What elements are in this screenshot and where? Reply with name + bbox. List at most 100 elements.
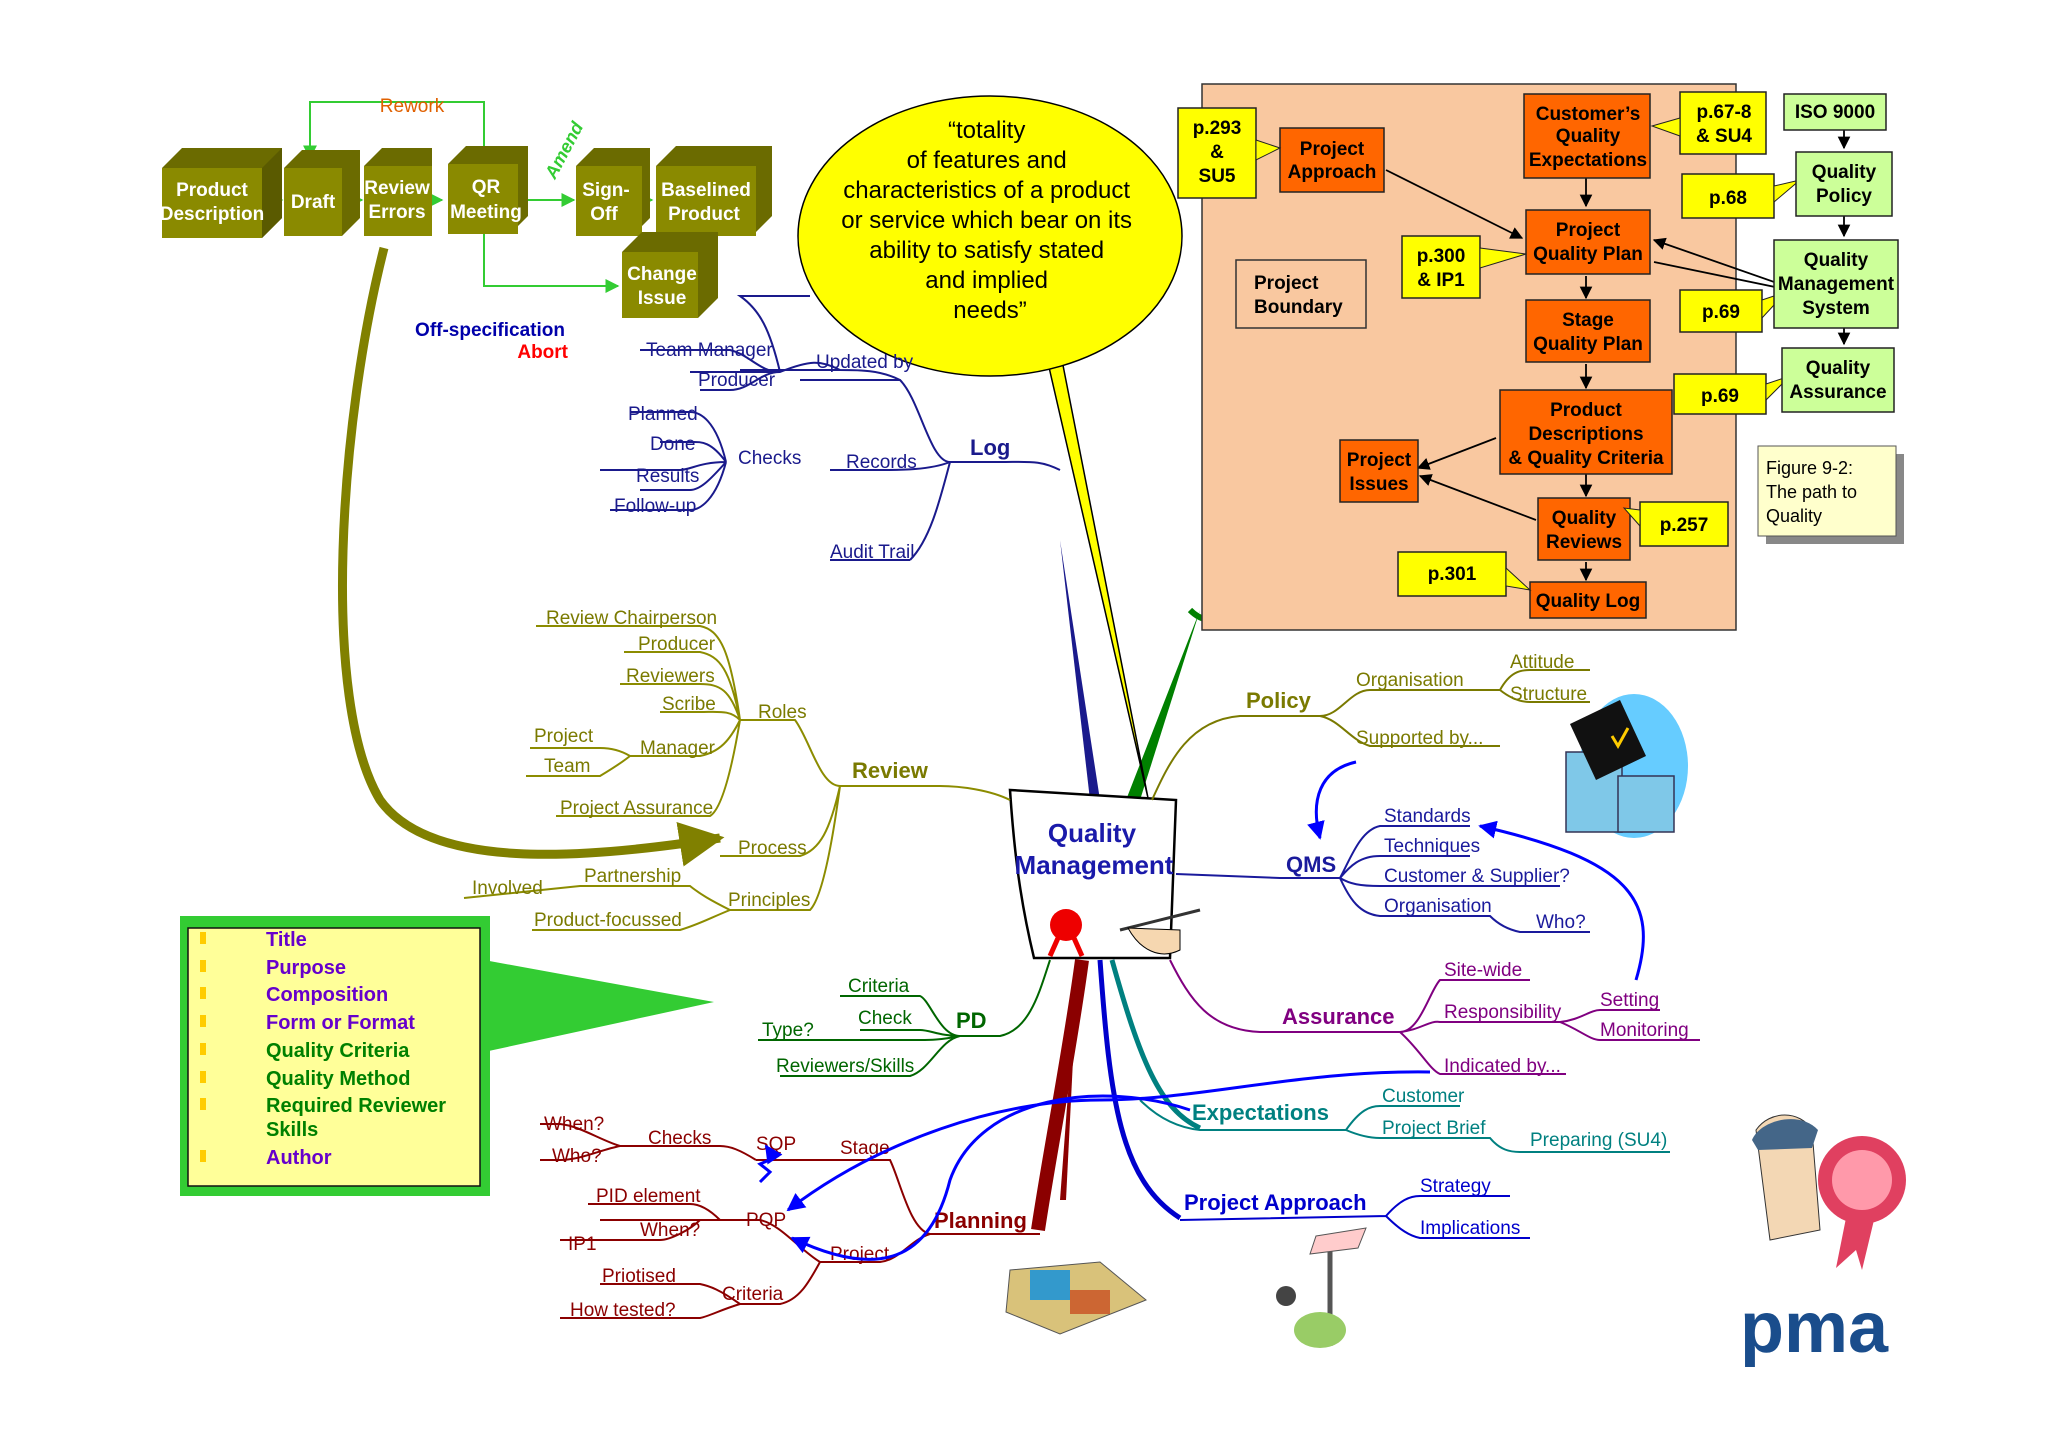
svg-text:How tested?: How tested? xyxy=(570,1300,676,1321)
pd-list-bullet xyxy=(200,932,206,944)
box-quality-log: Quality Log xyxy=(1529,581,1647,619)
expectations-labels: Expectations Customer Project Brief Prep… xyxy=(1192,1086,1667,1151)
svg-text:Meeting: Meeting xyxy=(450,202,522,223)
svg-text:Management: Management xyxy=(1778,274,1895,295)
svg-text:Project: Project xyxy=(1300,139,1365,160)
quality-path-panel: Project Approach Customer’s Quality Expe… xyxy=(1177,83,1904,631)
box-change-issue: Change Issue xyxy=(622,232,718,318)
svg-text:Planned: Planned xyxy=(628,404,698,425)
svg-text:Quality: Quality xyxy=(1804,250,1869,271)
svg-text:Monitoring: Monitoring xyxy=(1600,1020,1689,1041)
pd-list-bullet xyxy=(200,1098,206,1110)
svg-text:Quality: Quality xyxy=(1806,358,1871,379)
svg-text:Updated by: Updated by xyxy=(816,352,914,373)
svg-text:p.67-8: p.67-8 xyxy=(1697,102,1752,123)
svg-text:& SU4: & SU4 xyxy=(1696,126,1752,147)
box-qr-meeting: QR Meeting xyxy=(448,146,528,234)
log-labels: Log Updated by Team Manager Producer Rec… xyxy=(614,340,1010,563)
svg-text:Product: Product xyxy=(668,204,740,225)
svg-text:Sign-: Sign- xyxy=(582,180,630,201)
svg-text:Implications: Implications xyxy=(1420,1218,1520,1239)
svg-text:Checks: Checks xyxy=(648,1128,711,1149)
svg-text:Customer’s: Customer’s xyxy=(1536,104,1641,125)
pd-list-item: Quality Criteria xyxy=(266,1040,410,1062)
svg-text:Criteria: Criteria xyxy=(848,976,910,997)
svg-text:Quality Plan: Quality Plan xyxy=(1533,244,1643,265)
svg-text:& Quality Criteria: & Quality Criteria xyxy=(1508,448,1664,469)
svg-text:ISO 9000: ISO 9000 xyxy=(1795,102,1875,123)
svg-text:Quality Log: Quality Log xyxy=(1536,591,1641,612)
svg-text:Issue: Issue xyxy=(638,288,687,309)
svg-text:Responsibility: Responsibility xyxy=(1444,1002,1562,1023)
svg-text:When?: When? xyxy=(640,1220,700,1241)
pd-list-bullet xyxy=(200,1015,206,1027)
svg-text:Follow-up: Follow-up xyxy=(614,496,696,517)
svg-text:Description: Description xyxy=(160,204,265,225)
pd-list-item: Title xyxy=(266,929,307,951)
pd-list-bullet xyxy=(200,960,206,972)
svg-text:& IP1: & IP1 xyxy=(1417,270,1465,291)
abort-label: Abort xyxy=(517,342,568,363)
svg-text:Principles: Principles xyxy=(728,890,810,911)
svg-text:Project: Project xyxy=(1254,273,1319,294)
svg-text:Manager: Manager xyxy=(640,738,716,759)
box-product-descriptions: Product Descriptions & Quality Criteria xyxy=(1499,389,1673,475)
svg-text:Preparing (SU4): Preparing (SU4) xyxy=(1530,1130,1667,1151)
review-labels: Review Roles Review Chairperson Producer… xyxy=(472,608,929,931)
branch-assurance xyxy=(1169,959,1700,1075)
svg-text:Who?: Who? xyxy=(552,1146,602,1167)
planning-clipart-icon xyxy=(1005,1261,1147,1335)
box-baselined-product: Baselined Product xyxy=(656,146,772,236)
svg-text:Partnership: Partnership xyxy=(584,866,681,887)
svg-text:Figure 9-2:: Figure 9-2: xyxy=(1766,458,1853,478)
svg-text:Attitude: Attitude xyxy=(1510,652,1574,673)
planning-labels: Planning Stage Project SQP PQP Checks Wh… xyxy=(544,1114,1027,1321)
box-quality-management-system: Quality Management System xyxy=(1773,239,1899,329)
svg-text:p.68: p.68 xyxy=(1709,188,1747,209)
branch-pd xyxy=(758,959,1051,1077)
review-process-arrow xyxy=(338,246,725,867)
svg-text:Producer: Producer xyxy=(638,634,716,655)
branch-approach xyxy=(1179,1195,1530,1239)
svg-text:Errors: Errors xyxy=(368,202,425,223)
building-icon xyxy=(1565,694,1688,838)
box-product-description: Product Description xyxy=(160,148,282,238)
svg-text:Criteria: Criteria xyxy=(722,1284,784,1305)
svg-text:Structure: Structure xyxy=(1510,684,1587,705)
svg-text:p.69: p.69 xyxy=(1702,302,1740,323)
branch-qms xyxy=(1175,825,1590,933)
svg-text:Priotised: Priotised xyxy=(602,1266,676,1287)
pd-list-item: Skills xyxy=(266,1119,318,1141)
svg-text:Indicated by...: Indicated by... xyxy=(1444,1056,1561,1077)
svg-text:Standards: Standards xyxy=(1384,806,1471,827)
svg-text:Checks: Checks xyxy=(738,448,801,469)
svg-text:Product-focussed: Product-focussed xyxy=(534,910,682,931)
svg-text:Reviewers: Reviewers xyxy=(626,666,715,687)
svg-text:Done: Done xyxy=(650,434,695,455)
svg-text:“totality of features an: “totality of features and characteristic… xyxy=(841,117,1138,324)
branch-log-label: Log xyxy=(970,435,1010,460)
svg-text:Draft: Draft xyxy=(291,192,336,213)
svg-text:Quality: Quality xyxy=(1048,818,1137,848)
box-sign-off: Sign- Off xyxy=(576,148,650,236)
center-node: Quality Management xyxy=(1008,788,1201,960)
branch-pd-label: PD xyxy=(956,1008,987,1033)
svg-text:Project: Project xyxy=(534,726,594,747)
svg-text:Audit Trail: Audit Trail xyxy=(830,542,914,563)
pd-list-bullet xyxy=(200,1071,206,1083)
branch-log xyxy=(600,295,1061,561)
box-review-errors: Review Errors xyxy=(364,148,432,236)
ref-p257: p.257 xyxy=(1622,501,1729,547)
box-customer-expectations: Customer’s Quality Expectations xyxy=(1523,93,1651,179)
svg-text:IP1: IP1 xyxy=(568,1234,597,1255)
svg-text:p.69: p.69 xyxy=(1701,386,1739,407)
pd-list-item: Quality Method xyxy=(266,1068,410,1090)
svg-text:Organisation: Organisation xyxy=(1356,670,1464,691)
svg-text:Setting: Setting xyxy=(1600,990,1659,1011)
svg-text:QR: QR xyxy=(472,177,501,198)
svg-text:Management: Management xyxy=(1015,850,1174,880)
svg-text:Stage: Stage xyxy=(840,1138,890,1159)
